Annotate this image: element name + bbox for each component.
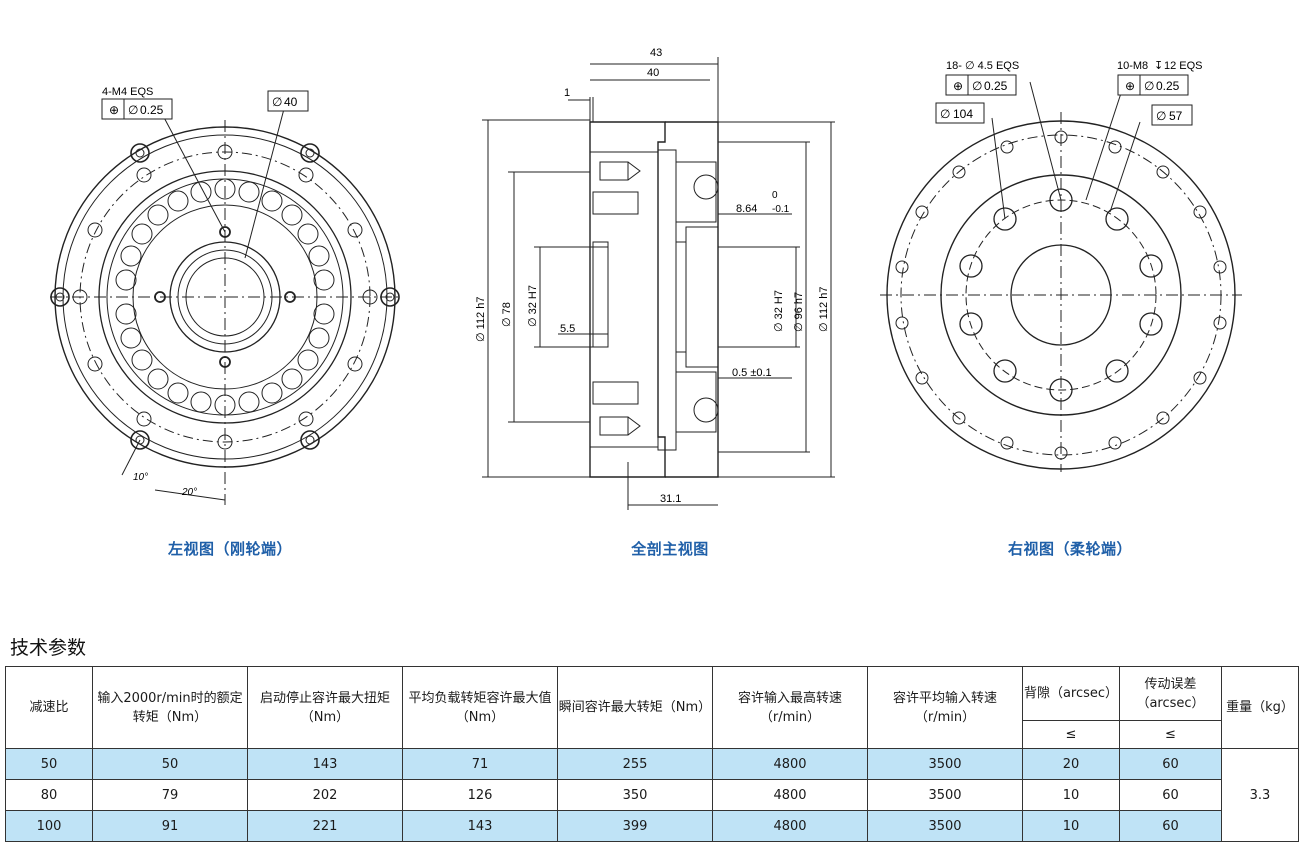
table-row: 50 50 143 71 255 4800 3500 20 60 3.3 [5,748,1299,842]
svg-text:∅ 112 h7: ∅ 112 h7 [475,297,487,342]
header-instant: 瞬间容许最大转矩（Nm） [557,666,713,749]
cell-instant: 350 [557,779,713,811]
header-backlash-le: ≤ [1022,720,1120,749]
left-tol-text: 0.25 [140,103,164,117]
header-error: 传动误差（arcsec） [1119,666,1222,721]
dim-864-low: -0.1 [772,204,790,215]
dim-112a: 112 h7 [475,297,487,330]
cell-rated: 50 [92,748,248,780]
table-row: 100 91 221 143 399 4800 3500 10 60 [5,810,1299,842]
dim-112b: 112 h7 [818,287,830,320]
angle-20-text: 20° [181,487,197,498]
svg-text:∅: ∅ [1156,109,1166,123]
left-dia-text: 40 [284,95,298,109]
header-ratio: 减速比 [5,666,93,749]
header-max-speed: 容许输入最高转速（r/min） [712,666,868,749]
svg-text:↧: ↧ [1154,60,1163,72]
dim-864-up: 0 [772,190,778,201]
cell-max-speed: 4800 [712,810,868,842]
cell-backlash: 10 [1022,779,1120,811]
dim-43: 43 [650,47,662,59]
cell-max-speed: 4800 [712,779,868,811]
header-avg-load: 平均负载转矩容许最大值（Nm） [402,666,558,749]
header-error-le: ≤ [1119,720,1222,749]
cell-avg-speed: 3500 [867,779,1023,811]
right-note2b: 12 EQS [1164,60,1203,72]
header-start-stop: 启动停止容许最大扭矩（Nm） [247,666,403,749]
cell-weight: 3.3 [1221,748,1299,842]
cell-avg-speed: 3500 [867,810,1023,842]
right-tol2: 0.25 [1156,79,1180,93]
svg-text:∅: ∅ [1144,79,1154,93]
svg-text:∅: ∅ [940,107,950,121]
section-view-drawing: 43 40 1 8.64 0 -0.1 5.5 0.5 ±0.1 31.1 ∅ … [460,42,850,512]
angle-10-text: 10° [133,472,148,483]
svg-text:∅ 112 h7: ∅ 112 h7 [818,287,830,332]
left-view-svg: 4-M4 EQS ⊕ ∅ 0.25 ∅ 40 10° 20° [50,86,400,505]
svg-text:⊕: ⊕ [1125,79,1135,93]
right-view-svg: 18- ∅ 4.5 EQS ⊕ ∅ 0.25 10-M8 ↧ 12 EQS ⊕ … [880,60,1242,472]
cell-error: 60 [1119,748,1222,780]
cell-backlash: 10 [1022,810,1120,842]
right-tol1: 0.25 [984,79,1008,93]
dim-40: 40 [647,67,659,79]
cell-instant: 255 [557,748,713,780]
table-row: 80 79 202 126 350 4800 3500 10 60 [5,779,1299,811]
svg-text:∅ 32 H7: ∅ 32 H7 [527,285,539,327]
svg-text:∅ 78: ∅ 78 [501,302,513,327]
spec-table: 减速比 输入2000r/min时的额定转矩（Nm） 启动停止容许最大扭矩（Nm）… [5,666,1299,842]
left-hole-note: 4-M4 EQS [102,86,153,98]
cell-rated: 79 [92,779,248,811]
svg-text:∅: ∅ [972,79,982,93]
cell-rated: 91 [92,810,248,842]
dim-864: 8.64 [736,203,757,215]
dim-96: 96 h7 [793,292,805,320]
dim-05: 0.5 ±0.1 [732,367,772,379]
dim-78: 78 [501,302,513,314]
cell-start-stop: 202 [247,779,403,811]
svg-text:⊕: ⊕ [109,103,119,117]
cell-max-speed: 4800 [712,748,868,780]
cell-ratio: 80 [5,779,93,811]
cell-backlash: 20 [1022,748,1120,780]
cell-ratio: 100 [5,810,93,842]
dim-311: 31.1 [660,493,681,505]
section-view-svg: 43 40 1 8.64 0 -0.1 5.5 0.5 ±0.1 31.1 ∅ … [475,47,835,510]
svg-text:⊕: ⊕ [953,79,963,93]
right-view-drawing: 18- ∅ 4.5 EQS ⊕ ∅ 0.25 10-M8 ↧ 12 EQS ⊕ … [880,52,1250,482]
right-dia57: 57 [1169,109,1183,123]
dim-1: 1 [564,87,570,99]
cell-avg-speed: 3500 [867,748,1023,780]
cell-error: 60 [1119,779,1222,811]
svg-text:∅: ∅ [128,103,138,117]
header-backlash: 背隙（arcsec） [1022,666,1120,721]
header-weight: 重量（kg） [1221,666,1299,749]
right-note2: 10-M8 [1117,60,1148,72]
caption-right-view: 右视图（柔轮端） [1007,540,1132,558]
caption-section-view: 全剖主视图 [631,540,709,558]
cell-avg-load: 143 [402,810,558,842]
cell-avg-load: 71 [402,748,558,780]
header-rated: 输入2000r/min时的额定转矩（Nm） [92,666,248,749]
dim-55: 5.5 [560,323,575,335]
cell-error: 60 [1119,810,1222,842]
header-avg-speed: 容许平均输入转速（r/min） [867,666,1023,749]
section-title: 技术参数 [10,637,87,659]
cell-start-stop: 143 [247,748,403,780]
cell-instant: 399 [557,810,713,842]
cell-start-stop: 221 [247,810,403,842]
dim-32a: 32 H7 [527,285,539,314]
right-dia104: 104 [953,107,973,121]
cell-avg-load: 126 [402,779,558,811]
cell-ratio: 50 [5,748,93,780]
dim-32b: 32 H7 [773,290,785,319]
svg-text:∅ 96 h7: ∅ 96 h7 [793,292,805,332]
right-hole-note: 18- ∅ 4.5 EQS [946,60,1019,72]
svg-text:∅: ∅ [272,95,282,109]
caption-left-view: 左视图（刚轮端） [167,540,292,558]
left-view-drawing: 4-M4 EQS ⊕ ∅ 0.25 ∅ 40 10° 20° [30,80,430,520]
svg-text:∅ 32 H7: ∅ 32 H7 [773,290,785,332]
